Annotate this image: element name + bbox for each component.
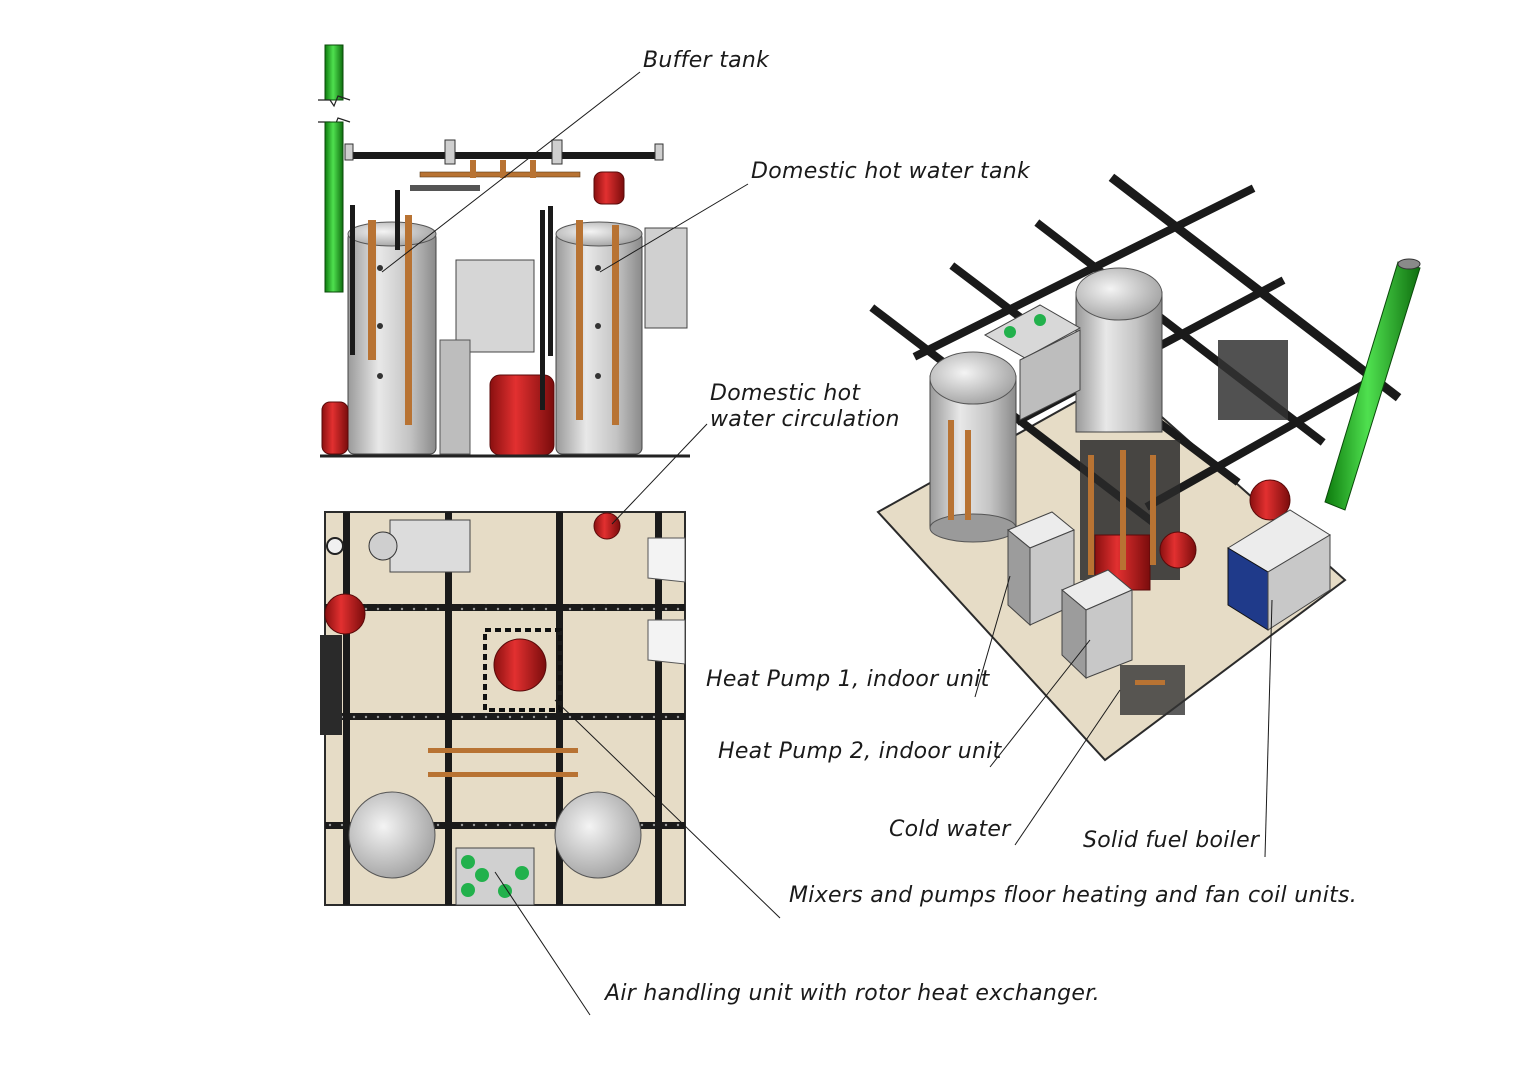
label-dhw-tank: Domestic hot water tank (751, 159, 1031, 184)
label-dhw-circulation: Domestic hot water circulation (710, 381, 900, 433)
buffer-tank-iso (1075, 267, 1163, 433)
leader-cold-water (1014, 689, 1121, 846)
chimney-pipe-front (318, 44, 351, 293)
label-mixers-pumps: Mixers and pumps floor heating and fan c… (789, 883, 1358, 908)
expansion-vessel-top (593, 171, 625, 205)
buffer-tank-plan (348, 791, 436, 879)
dhw-tank-front (555, 220, 643, 455)
chimney-pipe-iso (1324, 258, 1421, 511)
dhw-tank-iso (929, 351, 1017, 543)
air-handling-unit-plan (455, 847, 535, 906)
heat-pump-2-iso (1061, 569, 1133, 680)
label-dhw-circulation-line2: water circulation (710, 407, 900, 432)
label-air-handling-unit: Air handling unit with rotor heat exchan… (605, 981, 1100, 1006)
leader-mixers-pumps (554, 699, 781, 919)
isometric-view (869, 173, 1421, 762)
buffer-tank-front (347, 215, 437, 455)
heat-pump-cabinet-front (455, 259, 535, 353)
plan-view (320, 511, 686, 906)
leader-heat-pump-2 (989, 639, 1091, 768)
leader-solid-fuel-boiler (1264, 599, 1273, 858)
mixers-pumps-iso (1080, 440, 1197, 591)
leader-heat-pump-1 (974, 575, 1011, 698)
leader-air-handling-unit (494, 871, 591, 1016)
mixers-pumps-plan (483, 628, 562, 712)
solid-fuel-boiler-iso (1227, 509, 1331, 631)
top-rail (345, 152, 663, 159)
label-solid-fuel-boiler: Solid fuel boiler (1083, 828, 1260, 853)
leader-buffer-tank (381, 71, 641, 273)
label-cold-water: Cold water (889, 817, 1011, 842)
label-heat-pump-2: Heat Pump 2, indoor unit (718, 739, 1002, 764)
heat-pump-1-iso (1007, 511, 1075, 627)
label-buffer-tank: Buffer tank (643, 48, 770, 73)
leader-dhw-tank (599, 183, 749, 273)
leader-dhw-circulation (611, 423, 708, 525)
leader-lines (381, 71, 1273, 1016)
label-heat-pump-1: Heat Pump 1, indoor unit (706, 667, 990, 692)
front-elevation-view (318, 44, 690, 458)
dhw-tank-plan (554, 791, 642, 879)
label-dhw-circulation-line1: Domestic hot (710, 381, 861, 406)
cold-water-assembly-iso (1120, 665, 1185, 715)
